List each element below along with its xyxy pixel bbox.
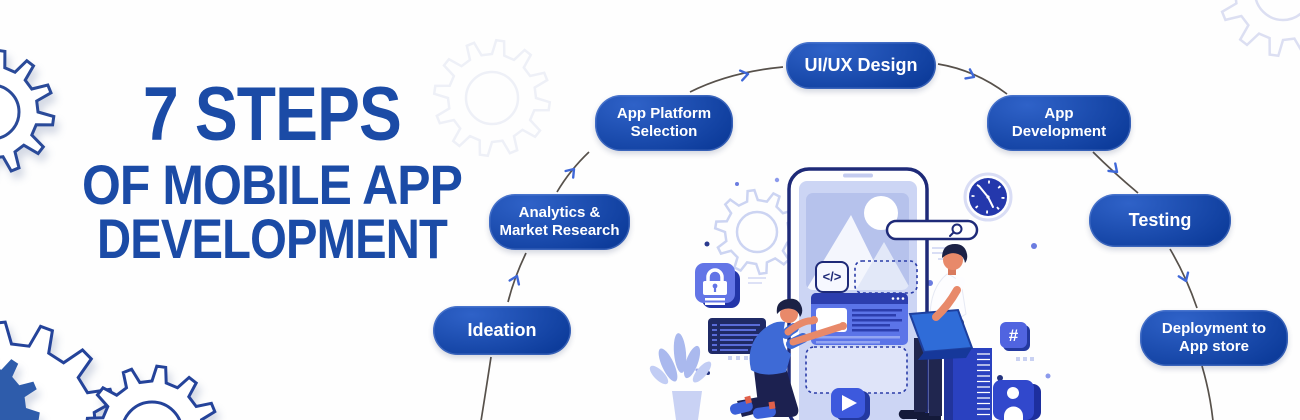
title-line-1: 7 STEPS [143,72,401,157]
code-window [811,293,908,345]
step-label: App [1044,105,1074,123]
books-stack [944,348,992,420]
step-pill-ui-ux-design: UI/UX Design [786,42,936,89]
step-label: App Platform [616,105,712,123]
wireframe-box [854,260,918,294]
developer-kneeling [729,298,847,419]
step-pill-testing: Testing [1089,194,1231,247]
gear-icon [0,359,40,420]
process-arc [480,63,1214,420]
step-label: Market Research [499,222,620,239]
step-label: Development [1011,123,1107,140]
lock-icon [695,263,740,308]
arrow-icon [508,68,1190,286]
step-label: Analytics & [518,204,601,222]
title-line-2: OF MOBILE APP [82,153,462,216]
step-pill-app-development: App Development [987,95,1131,151]
user-icon [993,380,1041,420]
hashtag-icon: # [1000,322,1030,351]
search-icon [949,223,963,237]
svg-text:#: # [1009,326,1019,345]
sneaker [729,395,753,415]
step-pill-deployment-app-store: Deployment to App store [1140,310,1288,366]
step-pill-app-platform-selection: App Platform Selection [595,95,733,151]
terminal-icon [708,318,766,354]
sneaker [752,401,776,419]
wireframe-box [805,346,908,394]
plant [649,333,712,420]
step-label: Testing [1128,209,1192,230]
page-title: 7 STEPS OF MOBILE APP DEVELOPMENT [82,72,463,270]
developer-sitting [898,244,974,420]
smartphone: </> [787,167,929,420]
step-label: Deployment to [1161,320,1267,338]
gear-icon [1220,0,1300,58]
title-line-3: DEVELOPMENT [97,207,448,270]
clock-icon [963,172,1013,222]
search-bar [885,219,979,241]
step-label: Selection [630,123,698,140]
gear-icon [432,38,552,158]
gear-icon [713,188,801,276]
gear-icon [0,320,116,420]
step-label: UI/UX Design [804,54,918,75]
step-pill-ideation: Ideation [433,306,571,355]
phone-speaker [843,173,873,178]
code-chip-icon: </> [815,261,849,293]
step-label: Ideation [467,319,537,340]
step-label: App store [1178,338,1249,355]
svg-text:</>: </> [823,269,842,284]
step-pill-analytics-market-research: Analytics & Market Research [489,194,630,250]
gear-icon [85,364,217,420]
play-icon [831,388,870,420]
gear-icon [0,49,56,173]
